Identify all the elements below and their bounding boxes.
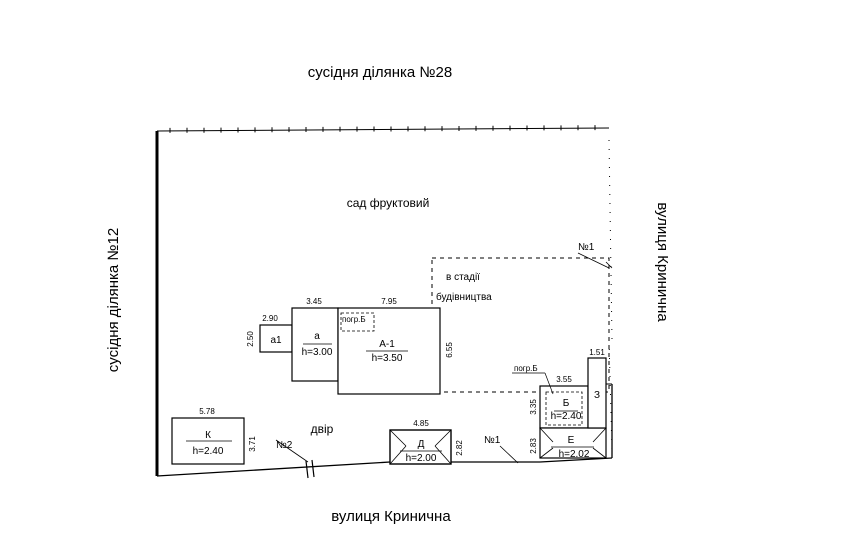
E-name: Е — [568, 435, 575, 446]
A1-depth: 6.55 — [445, 342, 454, 358]
B-height: h=2.40 — [551, 411, 582, 422]
K-name: К — [205, 430, 211, 441]
yard-label: двір — [311, 422, 334, 436]
Z-name: З — [594, 390, 600, 401]
cellar-2-label: погр.Б — [514, 364, 538, 373]
garden-label: сад фруктовий — [347, 196, 430, 210]
construction-label-1: в стадії — [446, 272, 480, 283]
gate-2-label: №2 — [276, 440, 293, 451]
street-right-label: вулиця Кринична — [654, 202, 671, 322]
E-height: h=2.02 — [559, 449, 590, 460]
a1-depth: 2.50 — [246, 331, 255, 347]
a-width: 3.45 — [306, 297, 322, 306]
a1-width: 2.90 — [262, 314, 278, 323]
D-depth: 2.82 — [455, 440, 464, 456]
neighbor-top-label: сусідня ділянка №28 — [308, 64, 452, 81]
top-fence — [156, 125, 610, 133]
building-a — [291, 307, 339, 382]
neighbor-left-label: сусідня ділянка №12 — [105, 228, 122, 372]
B-depth: 3.35 — [529, 399, 538, 415]
K-height: h=2.40 — [193, 446, 224, 457]
D-width: 4.85 — [413, 419, 429, 428]
cellar-a — [340, 312, 375, 332]
K-depth: 3.71 — [248, 436, 257, 452]
B-name: Б — [563, 398, 570, 409]
A1-width: 7.95 — [381, 297, 397, 306]
A1-name: А-1 — [379, 339, 395, 350]
right-boundary — [608, 139, 613, 341]
cellar-1-label: погр.Б — [342, 315, 366, 324]
D-height: h=2.00 — [406, 453, 437, 464]
A1-height: h=3.50 — [372, 353, 403, 364]
E-depth: 2.83 — [529, 438, 538, 454]
D-name: Д — [418, 439, 425, 450]
a-name: а — [314, 331, 320, 342]
building-E — [539, 427, 607, 459]
K-width: 5.78 — [199, 407, 215, 416]
building-a1 — [259, 324, 293, 353]
a1-name: а1 — [270, 335, 282, 346]
B-width: 3.55 — [556, 375, 572, 384]
Z-width: 1.51 — [589, 348, 605, 357]
building-D — [389, 429, 452, 465]
building-B — [539, 385, 589, 429]
gate-1-bottom-label: №1 — [484, 435, 501, 446]
a-height: h=3.00 — [302, 347, 333, 358]
cellar-b — [545, 391, 583, 426]
building-Z — [587, 357, 607, 429]
street-bottom-label: вулиця Кринична — [331, 508, 451, 525]
gate-1-right-label: №1 — [578, 242, 595, 253]
gate-2-marker — [275, 439, 315, 479]
construction-label-2: будівництва — [436, 291, 492, 303]
